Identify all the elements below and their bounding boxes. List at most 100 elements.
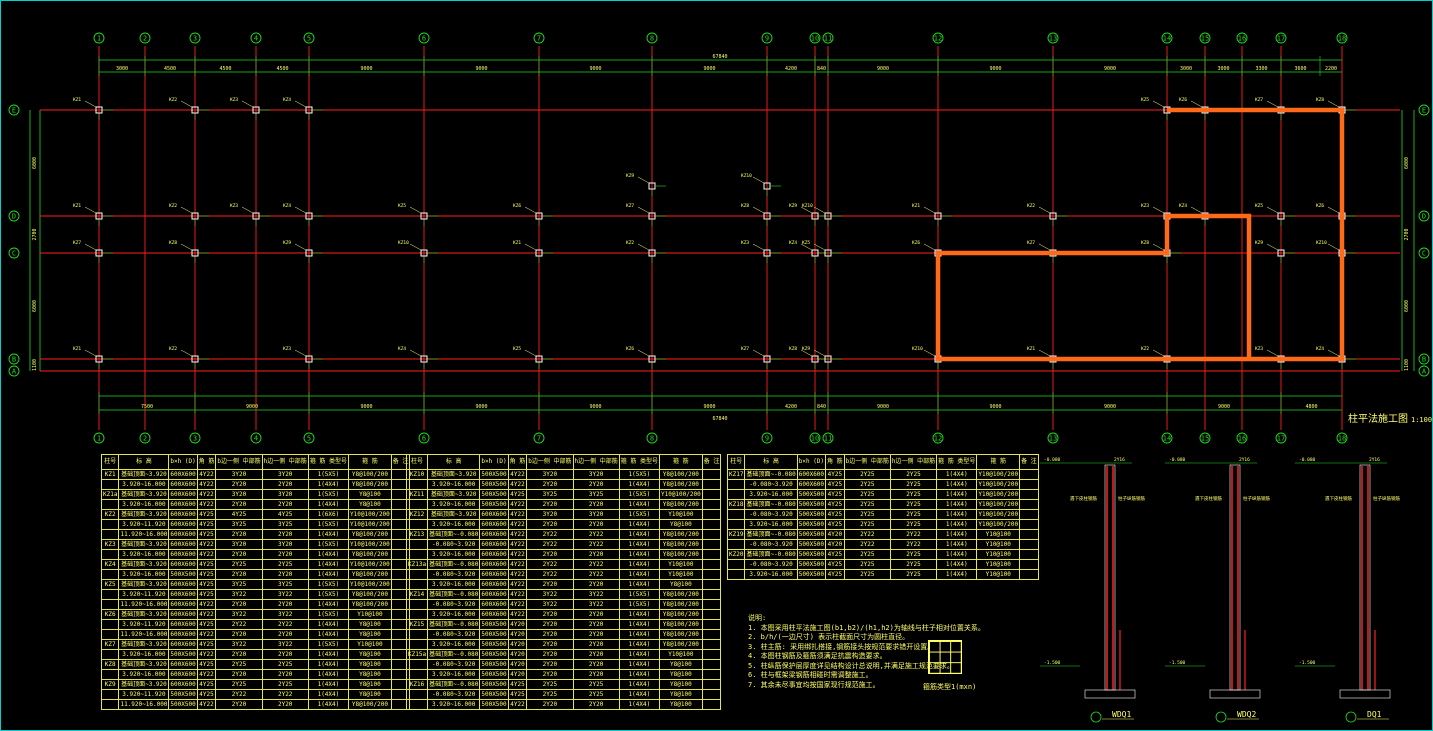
axis-label: 8 xyxy=(650,35,654,43)
axis-label: 13 xyxy=(1049,435,1057,443)
axis-bubble xyxy=(8,210,20,222)
axis-bubble xyxy=(1418,104,1430,116)
axis-bubble xyxy=(8,104,20,116)
axis-bubble xyxy=(1336,32,1348,44)
column-section xyxy=(824,212,832,220)
column-leader xyxy=(84,100,97,108)
dim-text: 6000 xyxy=(32,157,38,169)
dim-text: 2700 xyxy=(1404,228,1410,240)
column-section xyxy=(763,212,771,220)
dim-text: 840 xyxy=(817,404,826,410)
dim-text: 9000 xyxy=(360,66,372,72)
dim-text: 840 xyxy=(817,66,826,72)
column-leader xyxy=(637,206,650,214)
axis-bubble xyxy=(1199,432,1211,444)
axis-label: 12 xyxy=(934,435,942,443)
column-section xyxy=(535,212,543,220)
column-label: KZ10 xyxy=(912,346,923,352)
dim-text: 3300 xyxy=(1255,66,1267,72)
column-leader xyxy=(1038,349,1051,357)
column-section xyxy=(1049,212,1057,220)
column-leader xyxy=(752,176,765,184)
column-label: KZ7 xyxy=(626,203,634,209)
column-leader xyxy=(813,243,826,251)
column-section xyxy=(191,355,199,363)
axis-label: 17 xyxy=(1277,435,1285,443)
axis-label: 18 xyxy=(1338,35,1346,43)
column-leader xyxy=(1152,243,1165,251)
column-label: KZ1 xyxy=(73,97,81,103)
column-leader xyxy=(294,349,307,357)
column-leader xyxy=(800,243,813,251)
dim-text: 4800 xyxy=(1305,404,1317,410)
column-label: KZ6 xyxy=(1316,203,1324,209)
dim-text: 4200 xyxy=(785,404,797,410)
detail-name: WDQ2 xyxy=(1237,710,1256,719)
dim-text: 9000 xyxy=(877,404,889,410)
detail-left-note: 遇下皮柱钢筋 xyxy=(1325,495,1352,502)
table-cell xyxy=(1019,569,1039,580)
column-leader xyxy=(84,243,97,251)
column-label: KZ3 xyxy=(283,346,291,352)
dim-text: 9000 xyxy=(475,404,487,410)
axis-bubble xyxy=(189,432,201,444)
axis-label: 12 xyxy=(934,35,942,43)
detail-rebar-top: 2Y16 xyxy=(1369,457,1380,463)
column-leader xyxy=(1266,100,1279,108)
column-label: KZ1 xyxy=(73,203,81,209)
highlighted-zone-outline xyxy=(935,107,1345,362)
detail-footing xyxy=(1339,689,1391,699)
column-label: KZ8 xyxy=(1316,97,1324,103)
detail-left-note: 遇下皮柱钢筋 xyxy=(1070,495,1097,502)
axis-label: 15 xyxy=(1201,435,1209,443)
column-leader xyxy=(180,349,193,357)
axis-bubble xyxy=(1418,365,1430,377)
column-leader xyxy=(241,206,254,214)
column-section xyxy=(648,355,656,363)
stirrup-type-icon xyxy=(928,640,962,674)
column-section xyxy=(824,355,832,363)
column-leader xyxy=(752,206,765,214)
detail-name: WDQ1 xyxy=(1112,710,1131,719)
column-leader xyxy=(752,349,765,357)
axis-bubble xyxy=(1161,432,1173,444)
column-label: KZ9 xyxy=(283,240,291,246)
axis-bubble xyxy=(646,432,658,444)
column-leader xyxy=(1038,206,1051,214)
axis-label: 6 xyxy=(422,35,426,43)
column-leader xyxy=(1327,243,1340,251)
notes-title: 说明: xyxy=(748,614,767,622)
column-section xyxy=(763,182,771,190)
column-label: KZ9 xyxy=(802,346,810,352)
column-leader xyxy=(800,349,813,357)
column-label: KZ5 xyxy=(802,240,810,246)
note-line: 4. 本图柱钢筋及箍筋须满足抗震构造要求。 xyxy=(748,652,887,660)
axis-label: 13 xyxy=(1049,35,1057,43)
axis-bubble xyxy=(1336,432,1348,444)
dim-text: 6000 xyxy=(32,300,38,312)
axis-bubble xyxy=(303,32,315,44)
column-label: KZ6 xyxy=(513,203,521,209)
column-label: KZ8 xyxy=(169,240,177,246)
column-section xyxy=(95,106,103,114)
column-label: KZ6 xyxy=(912,240,920,246)
axis-bubble xyxy=(8,365,20,377)
dim-text: 1100 xyxy=(1404,359,1410,371)
axis-bubble xyxy=(1418,247,1430,259)
column-leader xyxy=(294,206,307,214)
axis-label: B xyxy=(1422,356,1426,364)
dim-text: 9000 xyxy=(703,404,715,410)
column-label: KZ5 xyxy=(513,346,521,352)
axis-label: E xyxy=(1422,107,1426,115)
column-label: KZ2 xyxy=(626,240,634,246)
dim-text: 9000 xyxy=(246,404,258,410)
column-leader xyxy=(524,243,537,251)
